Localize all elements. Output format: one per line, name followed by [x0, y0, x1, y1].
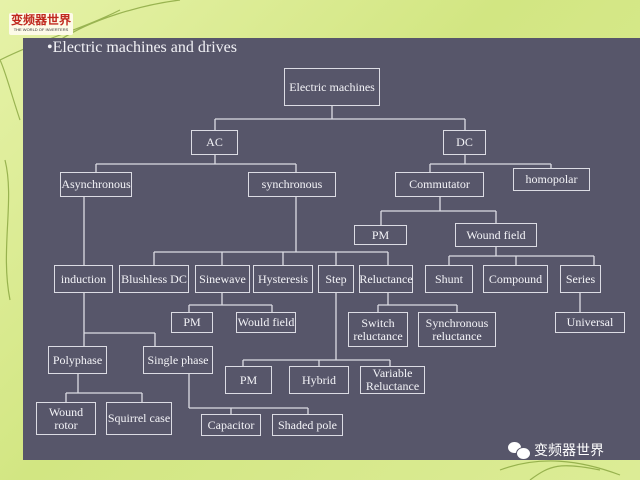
node-squirrel-case: Squirrel case — [106, 402, 172, 435]
watermark-text: 变频器世界 — [534, 443, 604, 459]
node-switch-reluctance: Switch reluctance — [348, 312, 408, 347]
node-step: Step — [318, 265, 354, 293]
node-sinewave-pm: PM — [171, 312, 213, 333]
node-variable-reluctance: Variable Reluctance — [360, 366, 425, 394]
node-dc: DC — [443, 130, 486, 155]
node-homopolar: homopolar — [513, 168, 590, 191]
brand-logo: 变频器世界 THE WORLD OF INVERTERS — [9, 13, 73, 35]
node-step-pm: PM — [225, 366, 272, 394]
watermark: 变频器世界 — [508, 440, 604, 460]
node-universal: Universal — [555, 312, 625, 333]
node-electric-machines: Electric machines — [284, 68, 380, 106]
node-reluctance: Reluctance — [359, 265, 413, 293]
node-ac: AC — [191, 130, 238, 155]
node-commutator: Commutator — [395, 172, 484, 197]
node-would-field: Would field — [236, 312, 296, 333]
node-series: Series — [560, 265, 601, 293]
node-dc-pm: PM — [354, 225, 407, 245]
node-sinewave: Sinewave — [195, 265, 250, 293]
node-synchronous: synchronous — [248, 172, 336, 197]
node-brushless-dc: Blushless DC — [119, 265, 189, 293]
node-polyphase: Polyphase — [48, 346, 107, 374]
logo-chinese-text: 变频器世界 — [10, 13, 71, 27]
node-asynchronous: Asynchronous — [60, 172, 132, 197]
node-shunt: Shunt — [425, 265, 473, 293]
wechat-icon — [508, 442, 531, 460]
node-wound-field: Wound field — [455, 223, 537, 247]
logo-english-text: THE WORLD OF INVERTERS — [13, 27, 69, 32]
node-hybrid: Hybrid — [289, 366, 349, 394]
node-compound: Compound — [483, 265, 548, 293]
node-single-phase: Single phase — [143, 346, 213, 374]
slide-title: •Electric machines and drives — [47, 39, 237, 56]
node-induction: induction — [54, 265, 113, 293]
node-capacitor: Capacitor — [201, 414, 261, 436]
node-synchronous-reluctance: Synchronous reluctance — [418, 312, 496, 347]
node-hysteresis: Hysteresis — [253, 265, 313, 293]
node-shaded-pole: Shaded pole — [272, 414, 343, 436]
node-wound-rotor: Wound rotor — [36, 402, 96, 435]
